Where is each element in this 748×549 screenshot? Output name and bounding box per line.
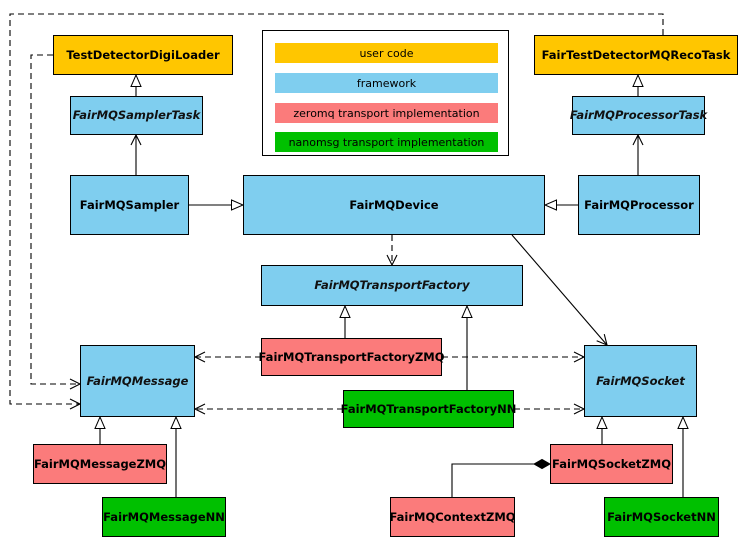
- class-label-testdetectordigiloader: TestDetectorDigiLoader: [66, 47, 220, 62]
- legend-label-framework: framework: [356, 76, 417, 90]
- class-box-fairmqtransportfactory[interactable]: FairMQTransportFactory: [261, 265, 523, 306]
- legend-label-zeromq: zeromq transport implementation: [293, 106, 480, 120]
- class-box-fairmqsocketnn[interactable]: FairMQSocketNN: [604, 497, 719, 537]
- legend-item-zeromq: zeromq transport implementation: [275, 103, 498, 123]
- class-label-fairmqsamplertask: FairMQSamplerTask: [72, 108, 201, 123]
- class-label-fairmqmessagezmq: FairMQMessageZMQ: [33, 456, 167, 471]
- class-box-fairmqprocessortask[interactable]: FairMQProcessorTask: [570, 96, 707, 135]
- class-box-fairmqmessagenn[interactable]: FairMQMessageNN: [102, 497, 226, 537]
- legend-panel: user code framework zeromq transport imp…: [262, 30, 509, 156]
- class-label-fairmqprocessortask: FairMQProcessorTask: [569, 108, 708, 123]
- edge-contextzmq-socketzmq: [451, 464, 550, 497]
- class-box-fairmqdevice[interactable]: FairMQDevice: [243, 175, 545, 235]
- edge-recotask-message: [9, 13, 664, 410]
- legend-item-user-code: user code: [275, 43, 498, 63]
- class-label-fairmqmessagenn: FairMQMessageNN: [103, 509, 225, 524]
- class-box-fairmqcontextzmq[interactable]: FairMQContextZMQ: [389, 497, 516, 537]
- class-box-fairtestdetectormqrecotask[interactable]: FairTestDetectorMQRecoTask: [534, 35, 738, 75]
- class-box-testdetectordigiloader[interactable]: TestDetectorDigiLoader: [53, 35, 233, 75]
- class-label-fairmqsampler: FairMQSampler: [79, 197, 180, 212]
- class-box-fairmqsamplertask[interactable]: FairMQSamplerTask: [70, 96, 203, 135]
- class-box-fairmqmessage[interactable]: FairMQMessage: [80, 345, 195, 417]
- class-box-fairmqmessagezmq[interactable]: FairMQMessageZMQ: [33, 444, 167, 484]
- class-box-fairmqsocketzmq[interactable]: FairMQSocketZMQ: [550, 444, 673, 484]
- legend-label-user-code: user code: [359, 46, 414, 60]
- legend-item-nanomsg: nanomsg transport implementation: [275, 132, 498, 152]
- class-label-fairmqtransportfactorynn: FairMQTransportFactoryNN: [340, 401, 517, 416]
- edge-digiloader-message: [30, 54, 82, 390]
- edge-device-socket: [511, 234, 608, 346]
- class-label-fairmqcontextzmq: FairMQContextZMQ: [389, 509, 516, 524]
- class-box-fairmqtransportfactoryzmq[interactable]: FairMQTransportFactoryZMQ: [259, 338, 445, 376]
- class-label-fairmqsocketnn: FairMQSocketNN: [607, 509, 716, 524]
- class-label-fairmqtransportfactory: FairMQTransportFactory: [314, 278, 470, 293]
- class-label-fairmqsocket: FairMQSocket: [596, 373, 685, 388]
- class-label-fairmqmessage: FairMQMessage: [86, 373, 189, 388]
- legend-label-nanomsg: nanomsg transport implementation: [288, 135, 485, 149]
- class-label-fairmqsocketzmq: FairMQSocketZMQ: [552, 456, 671, 471]
- class-box-fairmqsampler[interactable]: FairMQSampler: [70, 175, 189, 235]
- class-label-fairmqtransportfactoryzmq: FairMQTransportFactoryZMQ: [258, 349, 445, 364]
- class-box-fairmqtransportfactorynn[interactable]: FairMQTransportFactoryNN: [341, 390, 516, 428]
- class-label-fairmqdevice: FairMQDevice: [349, 197, 439, 212]
- class-label-fairmqprocessor: FairMQProcessor: [584, 197, 694, 212]
- legend-item-framework: framework: [275, 73, 498, 93]
- class-box-fairmqsocket[interactable]: FairMQSocket: [584, 345, 697, 417]
- class-label-fairtestdetectormqrecotask: FairTestDetectorMQRecoTask: [541, 47, 731, 62]
- class-box-fairmqprocessor[interactable]: FairMQProcessor: [578, 175, 700, 235]
